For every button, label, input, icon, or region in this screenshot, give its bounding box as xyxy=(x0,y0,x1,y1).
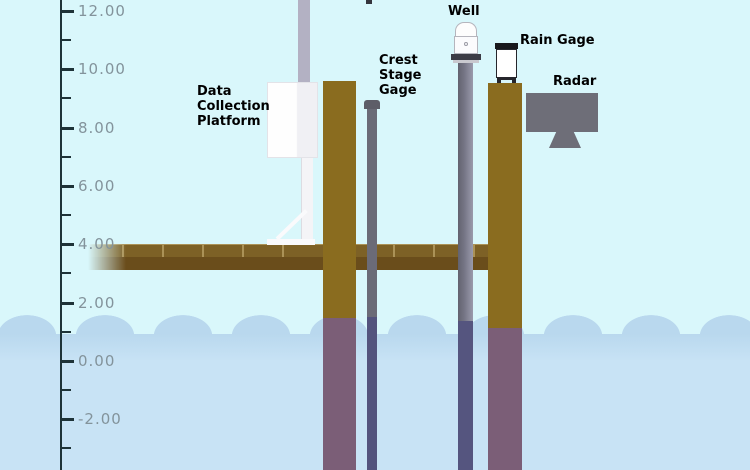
plank-seam xyxy=(122,245,124,257)
well-vent-hole xyxy=(464,42,468,46)
plank-seam xyxy=(242,245,244,257)
plank-seam xyxy=(433,245,435,257)
antenna-tip xyxy=(366,0,372,4)
well-collar xyxy=(453,60,479,63)
tick-label: 10.00 xyxy=(78,60,126,79)
major-tick xyxy=(62,301,74,305)
dock-deck xyxy=(88,244,522,270)
major-tick xyxy=(62,10,74,13)
major-tick xyxy=(62,243,74,247)
major-tick xyxy=(62,418,74,422)
minor-tick xyxy=(62,97,71,100)
rain-gage-foot-left xyxy=(497,79,501,83)
major-tick xyxy=(62,68,74,72)
tick-label: 8.00 xyxy=(78,118,116,137)
dock-piling-right-underwater xyxy=(488,328,522,470)
dcp-enclosure xyxy=(267,82,318,158)
dcp-support-leg xyxy=(301,158,313,245)
label-well: Well xyxy=(448,4,480,19)
plank-seam xyxy=(473,245,475,257)
tick-label: 6.00 xyxy=(78,176,116,195)
radar-sensor-mount xyxy=(549,132,581,148)
plank-seam xyxy=(393,245,395,257)
radar-sensor-body xyxy=(526,93,598,132)
minor-tick xyxy=(62,214,71,217)
minor-tick xyxy=(62,155,71,158)
minor-tick xyxy=(62,388,71,391)
dock-plank-row xyxy=(88,244,522,257)
tick-label: -2.00 xyxy=(78,410,122,429)
antenna-mast xyxy=(298,0,310,84)
plank-seam xyxy=(162,245,164,257)
crest-stage-gage-pipe xyxy=(367,108,377,470)
well-flange xyxy=(451,54,481,60)
rain-gage-foot-right xyxy=(512,79,516,83)
major-tick xyxy=(62,359,74,363)
minor-tick xyxy=(62,447,71,450)
rain-gage-base xyxy=(497,78,516,80)
tick-label: 12.00 xyxy=(78,2,126,20)
crest-stage-gage-pipe-underwater xyxy=(367,317,377,470)
minor-tick xyxy=(62,330,71,333)
staff-gage-axis-line xyxy=(60,0,62,470)
dcp-base-plate xyxy=(267,239,315,245)
label-radar: Radar xyxy=(553,74,597,89)
major-tick xyxy=(62,184,74,188)
label-rain-gage: Rain Gage xyxy=(520,33,595,48)
dock-piling-right xyxy=(488,83,522,470)
well-pipe xyxy=(458,63,473,470)
minor-tick xyxy=(62,272,71,275)
rain-gage-cylinder xyxy=(496,49,517,78)
rain-gage-funnel-rim xyxy=(495,43,518,49)
plank-seam xyxy=(202,245,204,257)
well-cap-dome xyxy=(455,22,477,36)
plank-seam xyxy=(282,245,284,257)
dock-beam xyxy=(88,257,522,270)
well-pipe-underwater xyxy=(458,321,473,470)
minor-tick xyxy=(62,39,71,42)
tick-label: 2.00 xyxy=(78,293,116,312)
tick-label: 4.00 xyxy=(78,235,116,254)
major-tick xyxy=(62,126,74,130)
crest-stage-gage-cap xyxy=(364,100,380,109)
dock-piling-left-underwater xyxy=(323,318,356,470)
tick-label: 0.00 xyxy=(78,351,116,370)
dock-piling-left xyxy=(323,81,356,470)
